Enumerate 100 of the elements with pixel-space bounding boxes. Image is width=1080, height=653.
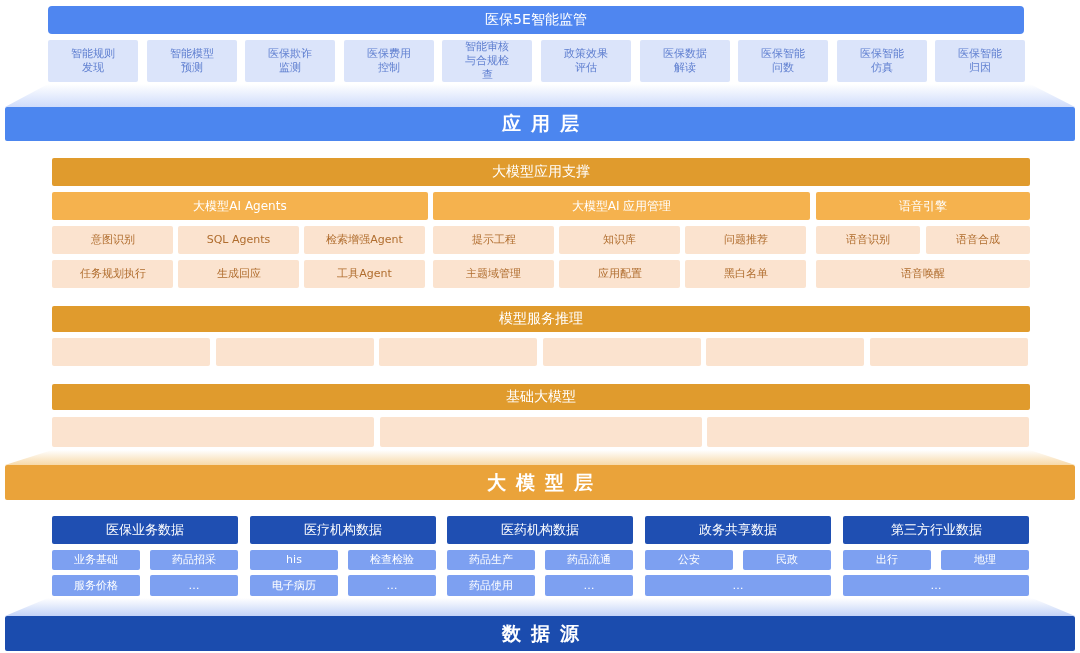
data-item [843,550,931,570]
box-label: 智能规则发现 [70,47,116,75]
box-label: 意图识别 [90,233,135,247]
box-label: 政策效果评估 [563,47,609,75]
box-label: 语音合成 [956,233,1000,247]
box-label: … [386,578,398,593]
component-box [304,260,425,288]
data-item [447,575,535,596]
blank-box [870,338,1028,366]
box-label: 黑白名单 [723,267,768,281]
data-item [348,550,436,570]
feature-box [836,40,927,82]
box-label: 医保智能问数 [760,47,807,75]
box-label: 药品使用 [469,578,513,593]
feature-box [245,40,336,82]
box-label: 地理 [974,553,996,567]
component-box [178,226,299,254]
component-box [559,226,680,254]
blank-box [542,338,701,366]
blank-box [379,417,702,447]
box-label: 应用层 [501,112,589,136]
box-label: 医保费用控制 [365,47,412,75]
box-label: … [583,578,595,593]
blank-box [379,338,538,366]
data-item [52,550,140,570]
section-header [52,384,1030,410]
box-label: 大模型层 [487,470,603,495]
feature-box [639,40,730,82]
box-label: 药品招采 [172,553,216,567]
box-label: 提示工程 [471,233,516,247]
blank-box [215,338,374,366]
data-item [447,550,535,570]
component-box [52,226,173,254]
layer-band [5,465,1075,500]
feature-box [935,40,1026,82]
component-box [685,226,806,254]
box-label: 大模型应用支撑 [492,163,590,181]
data-item [250,575,338,596]
box-label: 数据源 [501,621,589,646]
box-label: 药品生产 [469,553,513,567]
box-label: … [732,578,744,593]
box-label: 出行 [876,553,898,567]
blank-box [706,338,865,366]
box-label: 民政 [776,553,798,567]
blank-box [52,338,210,366]
source-header [52,516,238,544]
box-label: 大模型AI 应用管理 [571,198,672,214]
blank-box [707,417,1029,447]
group-header [52,192,428,220]
component-box [559,260,680,288]
data-item [52,575,140,596]
box-label: 业务基础 [74,553,118,567]
box-label: 基础大模型 [506,388,576,406]
box-label: 医保智能仿真 [858,47,905,75]
box-label: 任务规划执行 [79,267,146,281]
data-item [150,575,238,596]
source-header [447,516,633,544]
box-label: 智能审核与合规检查 [464,40,511,82]
data-item [545,550,633,570]
box-label: 医保5E智能监管 [485,11,587,29]
box-label: 模型服务推理 [499,310,583,328]
box-label: 第三方行业数据 [890,521,982,539]
component-box [816,260,1030,288]
component-box [926,226,1030,254]
box-label: 智能模型预测 [168,47,215,75]
box-label: 应用配置 [597,267,642,281]
group-header [816,192,1030,220]
data-item [545,575,633,596]
data-item [150,550,238,570]
source-header [843,516,1029,544]
data-item [348,575,436,596]
box-label: 医保数据解读 [661,47,708,75]
feature-box [738,40,829,82]
box-label: 语音唤醒 [901,267,945,281]
box-label: 语音引擎 [899,198,947,214]
section-header [48,6,1024,34]
layer-band [5,616,1075,651]
box-label: 公安 [678,553,700,567]
component-box [433,226,554,254]
box-label: his [286,553,302,567]
data-item [743,550,831,570]
source-header [645,516,831,544]
component-box [304,226,425,254]
component-box [685,260,806,288]
box-label: 检索增强Agent [326,233,403,247]
component-box [178,260,299,288]
box-label: … [188,578,200,593]
box-label: SQL Agents [206,233,271,247]
data-item [843,575,1029,596]
data-item [645,575,831,596]
group-header [433,192,810,220]
component-box [52,260,173,288]
box-label: 服务价格 [74,578,118,593]
feature-box [146,40,237,82]
box-label: 政务共享数据 [699,521,777,539]
data-item [941,550,1029,570]
layer-band [5,107,1075,141]
box-label: 医保智能归因 [957,47,1004,75]
box-label: 主题域管理 [466,267,521,281]
source-header [250,516,436,544]
